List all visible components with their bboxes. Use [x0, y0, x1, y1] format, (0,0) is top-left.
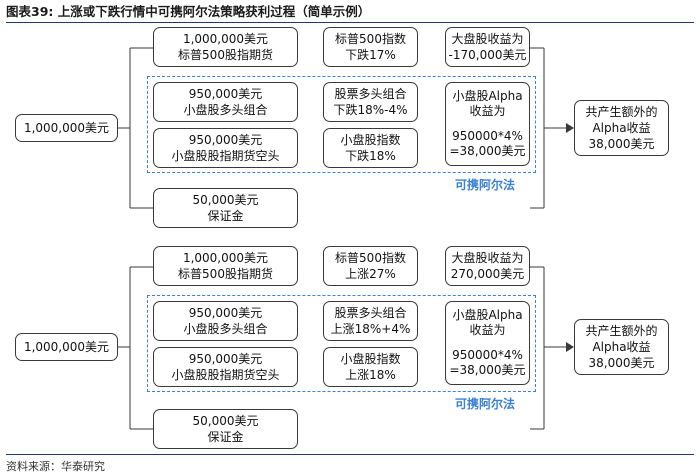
result-line-2: Alpha收益 [592, 340, 651, 354]
small-index-value: 上涨18% [345, 368, 396, 382]
result-line-3: 38,000美元 [588, 356, 655, 370]
sp500-move-box: 标普500指数 上涨27% [323, 246, 418, 286]
result-line-1: 共产生额外的 [585, 324, 658, 338]
large-cap-pnl-box: 大盘股收益为 270,000美元 [445, 246, 530, 286]
index-change: 上涨27% [345, 267, 396, 281]
total-capital: 1,000,000美元 [23, 121, 110, 135]
small-short-label: 小盘股股指期货空头 [171, 149, 280, 163]
alpha-title: 小盘股Alpha [452, 89, 523, 103]
alpha-result: =38,000美元 [449, 363, 526, 377]
right-brace-1 [530, 47, 566, 209]
extra-alpha-result-box: 共产生额外的 Alpha收益 38,000美元 [574, 100, 669, 156]
small-cap-long-box: 950,000美元 小盘股多头组合 [153, 301, 298, 341]
result-line-1: 共产生额外的 [585, 105, 658, 119]
margin-amount: 50,000美元 [192, 414, 259, 428]
alpha-subtitle: 收益为 [469, 323, 506, 337]
total-capital-box: 1,000,000美元 [15, 114, 118, 142]
portable-alpha-label: 可携阿尔法 [455, 178, 516, 192]
futures-label: 标普500股指期货 [178, 267, 273, 281]
figure-number: 图表39: [6, 4, 54, 19]
portable-alpha-frame [147, 76, 536, 173]
index-change: 下跌17% [345, 48, 396, 62]
result-line-2: Alpha收益 [592, 121, 651, 135]
alpha-result: =38,000美元 [449, 144, 526, 158]
futures-amount: 1,000,000美元 [182, 32, 269, 46]
arrow-head-1 [566, 123, 574, 133]
total-capital-box: 1,000,000美元 [15, 333, 118, 361]
small-long-amount: 950,000美元 [188, 87, 263, 101]
small-index-move-box: 小盘股指数 上涨18% [323, 347, 418, 387]
small-index-label: 小盘股指数 [340, 352, 401, 366]
index-name: 标普500指数 [335, 251, 406, 265]
alpha-title: 小盘股Alpha [452, 308, 523, 322]
small-long-label: 小盘股多头组合 [183, 322, 268, 336]
alpha-formula: 950000*4% [452, 348, 523, 362]
small-long-move-box: 股票多头组合 下跌18%-4% [323, 82, 418, 122]
small-index-value: 下跌18% [345, 149, 396, 163]
sp500-move-box: 标普500指数 下跌17% [323, 27, 418, 67]
source-note: 资料来源：华泰研究 [6, 454, 694, 474]
margin-label: 保证金 [207, 209, 244, 223]
portable-alpha-frame [147, 295, 536, 392]
left-brace-1 [118, 47, 153, 209]
index-name: 标普500指数 [335, 32, 406, 46]
alpha-box: 小盘股Alpha 收益为 950000*4% =38,000美元 [445, 82, 530, 166]
small-long-label: 小盘股多头组合 [183, 103, 268, 117]
sp500-futures-long-box: 1,000,000美元 标普500股指期货 [153, 27, 298, 67]
right-brace-2 [530, 266, 566, 430]
pnl-label: 大盘股收益为 [451, 251, 524, 265]
pnl-label: 大盘股收益为 [451, 32, 524, 46]
small-long-move-value: 下跌18%-4% [333, 103, 408, 117]
small-long-move-box: 股票多头组合 上涨18%+4% [323, 301, 418, 341]
sp500-futures-long-box: 1,000,000美元 标普500股指期货 [153, 246, 298, 286]
small-index-label: 小盘股指数 [340, 133, 401, 147]
small-short-amount: 950,000美元 [188, 352, 263, 366]
figure-title: 图表39: 上涨或下跌行情中可携阿尔法策略获利过程（简单示例） [6, 3, 694, 23]
arrow-head-2 [566, 342, 574, 352]
small-index-move-box: 小盘股指数 下跌18% [323, 128, 418, 168]
left-brace-2 [118, 266, 153, 430]
margin-amount: 50,000美元 [192, 193, 259, 207]
futures-label: 标普500股指期货 [178, 48, 273, 62]
alpha-box: 小盘股Alpha 收益为 950000*4% =38,000美元 [445, 301, 530, 385]
total-capital: 1,000,000美元 [23, 340, 110, 354]
small-long-move-label: 股票多头组合 [334, 87, 407, 101]
margin-box: 50,000美元 保证金 [153, 188, 298, 228]
portable-alpha-label: 可携阿尔法 [455, 397, 516, 411]
futures-amount: 1,000,000美元 [182, 251, 269, 265]
result-line-3: 38,000美元 [588, 137, 655, 151]
margin-box: 50,000美元 保证金 [153, 409, 298, 449]
small-cap-short-box: 950,000美元 小盘股股指期货空头 [153, 347, 298, 387]
large-cap-pnl-box: 大盘股收益为 -170,000美元 [445, 27, 530, 67]
pnl-value: 270,000美元 [450, 267, 525, 281]
small-cap-long-box: 950,000美元 小盘股多头组合 [153, 82, 298, 122]
small-short-label: 小盘股股指期货空头 [171, 368, 280, 382]
small-long-move-value: 上涨18%+4% [330, 322, 411, 336]
small-cap-short-box: 950,000美元 小盘股股指期货空头 [153, 128, 298, 168]
pnl-value: -170,000美元 [448, 48, 527, 62]
small-long-move-label: 股票多头组合 [334, 306, 407, 320]
alpha-formula: 950000*4% [452, 129, 523, 143]
alpha-subtitle: 收益为 [469, 104, 506, 118]
margin-label: 保证金 [207, 430, 244, 444]
small-short-amount: 950,000美元 [188, 133, 263, 147]
figure-caption: 上涨或下跌行情中可携阿尔法策略获利过程（简单示例） [57, 4, 371, 19]
small-long-amount: 950,000美元 [188, 306, 263, 320]
extra-alpha-result-box: 共产生额外的 Alpha收益 38,000美元 [574, 319, 669, 375]
